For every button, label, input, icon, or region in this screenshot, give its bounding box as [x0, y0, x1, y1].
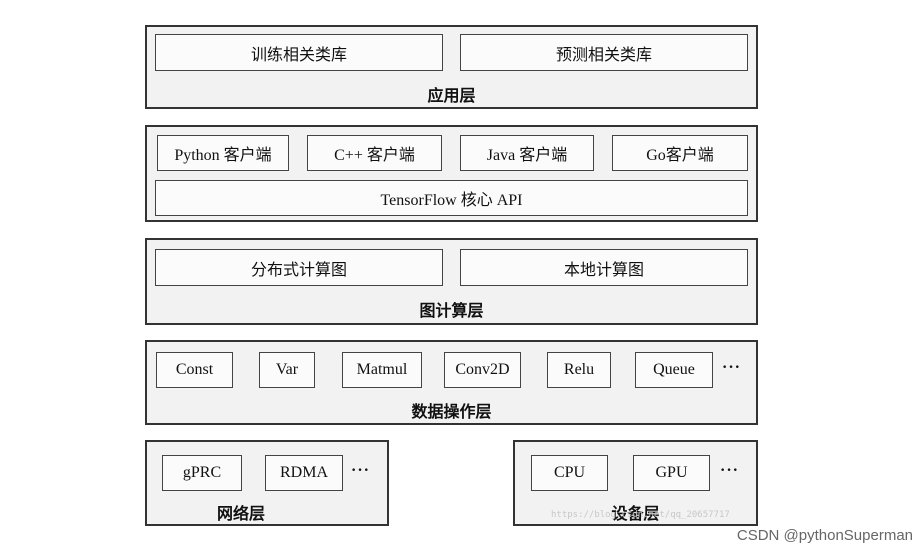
java-client-label: Java 客户端	[486, 147, 568, 164]
op-const-label: Const	[175, 361, 214, 378]
prediction-libraries-label: 预测相关类库	[555, 46, 652, 64]
data-operation-layer: Const Var Matmul Conv2D Relu Queue ··· 数…	[145, 340, 758, 425]
blog-url-watermark: https://blog.csdn.net/qq_20657717	[551, 510, 730, 520]
op-matmul-label: Matmul	[356, 361, 408, 378]
net-more-ellipsis: ···	[351, 462, 371, 479]
op-relu-label: Relu	[563, 361, 595, 378]
op-conv2d-box: Conv2D	[444, 352, 521, 388]
training-libraries-label: 训练相关类库	[250, 46, 347, 64]
cpp-client-box: C++ 客户端	[307, 135, 442, 171]
net-gprc-label: gPRC	[182, 464, 222, 481]
device-layer: CPU GPU ··· 设备层 https://blog.csdn.net/qq…	[513, 440, 758, 526]
core-api-label: TensorFlow 核心 API	[380, 192, 523, 209]
op-const-box: Const	[156, 352, 233, 388]
csdn-credit: CSDN @pythonSuperman	[736, 527, 913, 544]
training-libraries-box: 训练相关类库	[155, 34, 443, 71]
network-layer-caption: 网络层	[217, 506, 266, 523]
distributed-graph-box: 分布式计算图	[155, 249, 443, 286]
client-api-layer: Python 客户端 C++ 客户端 Java 客户端 Go客户端 Tensor…	[145, 125, 758, 222]
cpp-client-label: C++ 客户端	[334, 147, 415, 164]
dev-cpu-label: CPU	[553, 464, 586, 481]
op-queue-box: Queue	[635, 352, 713, 388]
net-rdma-box: RDMA	[265, 455, 343, 491]
dev-gpu-box: GPU	[633, 455, 710, 491]
graph-computation-layer: 分布式计算图 本地计算图 图计算层	[145, 238, 758, 325]
graph-layer-caption: 图计算层	[419, 303, 484, 320]
prediction-libraries-box: 预测相关类库	[460, 34, 748, 71]
distributed-graph-label: 分布式计算图	[250, 261, 347, 279]
data-op-layer-caption: 数据操作层	[411, 404, 492, 421]
go-client-box: Go客户端	[612, 135, 748, 171]
python-client-label: Python 客户端	[174, 147, 272, 164]
op-var-label: Var	[275, 361, 299, 378]
op-queue-label: Queue	[653, 361, 695, 378]
dev-cpu-box: CPU	[531, 455, 608, 491]
dev-gpu-label: GPU	[655, 464, 688, 481]
net-gprc-box: gPRC	[162, 455, 242, 491]
java-client-box: Java 客户端	[460, 135, 594, 171]
op-relu-box: Relu	[547, 352, 611, 388]
python-client-box: Python 客户端	[157, 135, 289, 171]
device-layer-caption: 设备层	[611, 506, 660, 523]
op-matmul-box: Matmul	[342, 352, 422, 388]
local-graph-label: 本地计算图	[563, 261, 644, 279]
op-more-ellipsis: ···	[722, 359, 742, 376]
application-layer: 训练相关类库 预测相关类库 应用层	[145, 25, 758, 109]
network-layer: gPRC RDMA ··· 网络层	[145, 440, 389, 526]
application-layer-caption: 应用层	[427, 88, 476, 105]
op-var-box: Var	[259, 352, 315, 388]
go-client-label: Go客户端	[646, 147, 714, 164]
net-rdma-label: RDMA	[279, 464, 328, 481]
core-api-box: TensorFlow 核心 API	[155, 180, 748, 216]
dev-more-ellipsis: ···	[720, 462, 740, 479]
local-graph-box: 本地计算图	[460, 249, 748, 286]
op-conv2d-label: Conv2D	[455, 361, 510, 378]
